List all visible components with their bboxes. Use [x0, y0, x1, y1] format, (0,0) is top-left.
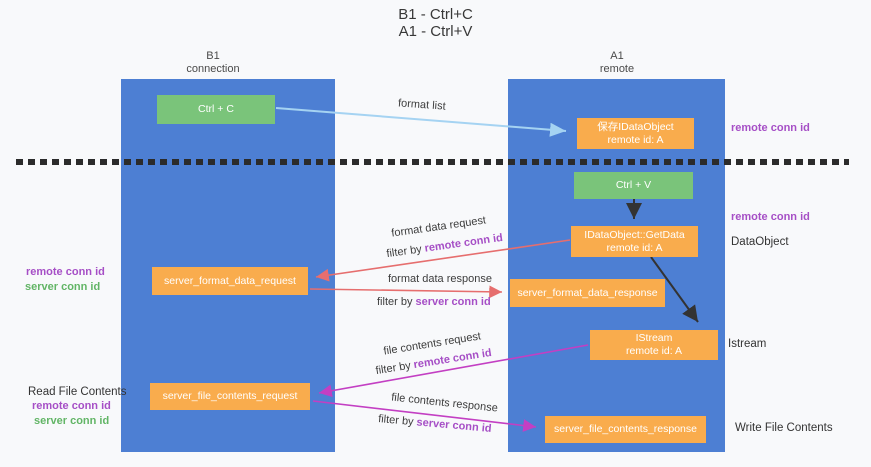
title-line-2: A1 - Ctrl+V — [398, 23, 473, 40]
node-server-file-contents-request-label: server_file_contents_request — [162, 390, 298, 402]
annotation-dataobject: DataObject — [731, 236, 789, 248]
node-server-format-data-request: server_format_data_request — [152, 267, 308, 295]
annotation-write-file-contents: Write File Contents — [735, 422, 833, 434]
arrow-label-format-data-response: format data response — [388, 273, 492, 285]
lifeline-b1-title: B1 — [206, 50, 220, 62]
node-istream: IStream remote id: A — [590, 330, 718, 360]
filter-key: server conn id — [415, 296, 491, 308]
node-server-format-data-response: server_format_data_response — [510, 279, 665, 307]
node-istream-line1: IStream — [635, 332, 673, 344]
arrow-format-data-request — [315, 239, 571, 282]
lifeline-a1-subtitle: remote — [599, 63, 635, 75]
node-ctrl-v-label: Ctrl + V — [615, 179, 652, 191]
annotation-remote-conn-id-right-1: remote conn id — [731, 122, 810, 134]
diagram-title: B1 - Ctrl+C A1 - Ctrl+V — [0, 6, 871, 40]
lifeline-b1-subtitle: connection — [186, 63, 240, 75]
arrow-file-contents-response — [312, 400, 537, 432]
node-save-idataobject: 保存IDataObject remote id: A — [577, 118, 694, 149]
node-idataobject-getdata-line2: remote id: A — [606, 241, 663, 254]
annotation-remote-conn-id-left-1: remote conn id — [26, 266, 105, 278]
annotation-server-conn-id-left-2: server conn id — [34, 415, 110, 427]
lifeline-header-b1: B1 connection — [153, 50, 273, 76]
node-ctrl-v: Ctrl + V — [574, 172, 693, 199]
node-save-idataobject-line2: remote id: A — [607, 133, 664, 146]
annotation-read-file-contents: Read File Contents — [28, 386, 127, 398]
arrow-file-contents-request — [318, 344, 589, 398]
session-divider-dashed-line — [16, 159, 849, 165]
title-line-1: B1 - Ctrl+C — [398, 6, 473, 23]
node-server-format-data-response-label: server_format_data_response — [517, 286, 658, 299]
lifeline-header-a1: A1 remote — [557, 50, 677, 76]
annotation-server-conn-id-left-1: server conn id — [25, 281, 101, 293]
annotation-remote-conn-id-right-2: remote conn id — [731, 211, 810, 223]
node-server-format-data-request-label: server_format_data_request — [164, 274, 296, 287]
node-idataobject-getdata-line1: IDataObject::GetData — [584, 228, 685, 241]
node-idataobject-getdata: IDataObject::GetData remote id: A — [571, 226, 698, 257]
lifeline-a1-title: A1 — [610, 50, 624, 62]
node-server-file-contents-request: server_file_contents_request — [150, 383, 310, 410]
filter-prefix: filter by — [377, 296, 413, 308]
annotation-remote-conn-id-left-2: remote conn id — [32, 400, 111, 412]
annotation-istream: Istream — [728, 338, 767, 350]
node-server-file-contents-response: server_file_contents_response — [545, 416, 706, 443]
arrow-format-data-response — [309, 285, 503, 299]
node-istream-line2: remote id: A — [625, 345, 683, 357]
node-ctrl-c: Ctrl + C — [157, 95, 275, 124]
node-ctrl-c-label: Ctrl + C — [198, 103, 234, 115]
node-server-file-contents-response-label: server_file_contents_response — [553, 423, 697, 435]
arrow-getdata-to-istream — [650, 256, 699, 323]
arrow-format-list — [275, 107, 567, 137]
node-save-idataobject-line1: 保存IDataObject — [597, 120, 674, 133]
